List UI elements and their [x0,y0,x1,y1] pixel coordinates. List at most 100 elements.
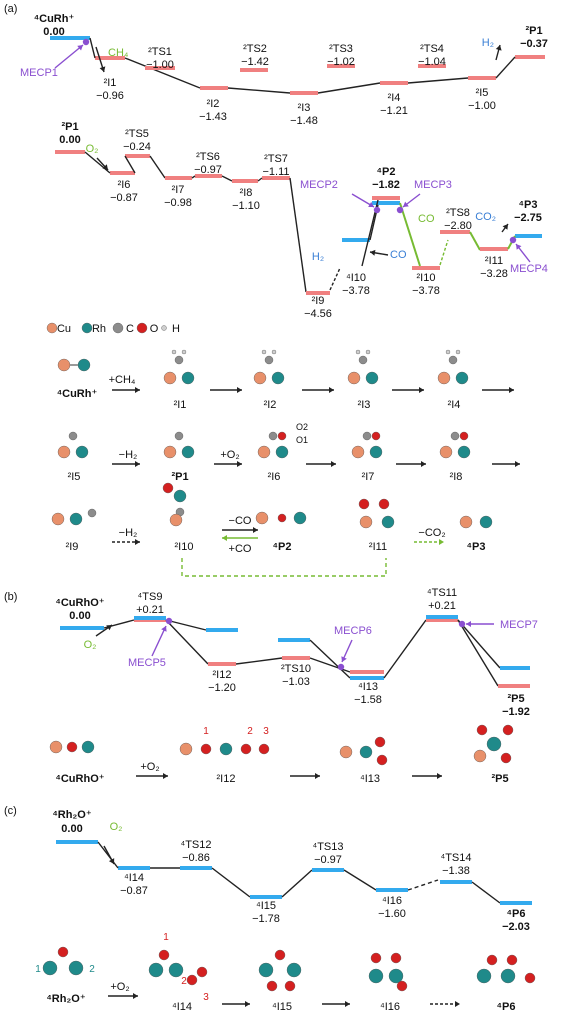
a-i6-label: ²I6 [118,179,131,191]
b-o2-arrow-head [106,625,112,631]
legend-cu-label: Cu [57,323,71,335]
mol-arrow-r2-1-head [237,461,242,467]
c-o2-arrow-head [108,858,115,864]
mol-i15-o2 [266,980,278,992]
mol-r1-0-rh [181,371,195,385]
legend-cu-icon [46,322,58,334]
a-i2-value: −1.43 [199,111,227,123]
mol-curho-rh [81,740,95,754]
mol-r2-4-rh [457,445,471,459]
a-mecp3-arrow-head [403,201,409,207]
mol-arrow-r3-0-head [135,539,140,545]
b-path-3 [235,657,283,665]
mol-arrow-c-3-head [455,1001,460,1007]
b-mecp6-arrow-head [341,656,347,662]
mol-i16-rh2 [388,968,404,984]
a-path-13 [329,267,341,291]
a-p1b-label: ²P1 [61,121,78,133]
a-mecp1-dot [82,38,90,46]
mol-p6-rh2 [500,968,516,984]
mol-label-i12: ²I12 [217,773,236,785]
reagent-o2c: +O₂ [110,981,129,993]
b-ts9-value: +0.21 [136,604,164,616]
mol-p6-o1 [486,954,498,966]
atom-num-b-1: 1 [203,726,209,737]
b-mecp7-arrow-head [466,621,471,627]
a-p3-value: −2.75 [514,212,542,224]
mol-r2-1-cu [163,445,177,459]
a-path-6 [84,151,111,174]
a-i1-value: −0.96 [96,90,124,102]
mol-r1-0-cu [163,371,177,385]
a-i11-label: ²I11 [485,255,503,267]
mol-r1-1-h2 [261,349,267,355]
mol-i14-rh1 [148,962,164,978]
a-mecp2-label: MECP2 [300,179,338,191]
mol-r1-2-h2 [355,349,361,355]
mol-i13-o1 [374,736,386,748]
b-ts11-value: +0.21 [428,600,456,612]
mol-r2-2-o1 [277,431,287,441]
mol-r1-1-h1 [271,349,277,355]
a-mecp2-dot [373,206,381,214]
atom-tag-o2: O2 [296,422,308,432]
mol-r1-0-c [174,355,184,365]
mol-r2-2-rh [275,445,289,459]
a-p2-label: ⁴P2 [377,166,396,178]
a-p3-label: ⁴P3 [519,199,538,211]
mol-arrow-r1-2-head [419,387,424,393]
a-i8-label: ²I8 [240,187,253,199]
mol-p3-rh [479,515,493,529]
mol-curho-o [66,741,78,753]
a-i10d-value: −3.78 [412,285,440,297]
mol-label-rh2o: ⁴Rh₂O⁺ [46,993,86,1005]
c-p6-label: ⁴P6 [507,908,526,920]
reagent-co-back: +CO [229,543,252,555]
a-i6-value: −0.87 [110,192,138,204]
a-path-18 [469,231,481,251]
c-path-3 [281,869,313,898]
c-i16-label: ⁴I16 [382,895,402,907]
mol-i14-o2 [186,974,198,986]
mol-label-r1-2: ²I3 [358,399,371,411]
atom-num-b-2: 2 [247,726,253,737]
mol-label-i15: ⁴I15 [272,1001,292,1013]
mol-i12-o1 [200,743,212,755]
mol-i14-o3 [196,966,208,978]
a-i5-label: ²I5 [476,87,489,99]
mol-i10-rh [173,489,187,503]
a-i9-label: ²I9 [312,295,325,307]
c-ts13-label: ⁴TS13 [312,841,343,853]
a-i10d-label: ²I10 [417,272,436,284]
mol-i13-rh [359,745,373,759]
c-ts12-value: −0.86 [182,852,210,864]
mol-arrow-r2-4-head [515,461,520,467]
mol-r1-3-c [448,355,458,365]
a-co-arrow-head [370,249,376,256]
mol-label-r2-2: ²I6 [268,471,281,483]
mol-i11-o1 [358,498,370,510]
mol-i12-cu [179,742,193,756]
mol-r1-0-h2 [171,349,177,355]
c-i14-value: −0.87 [120,885,148,897]
legend-o-label: O [150,323,159,335]
mol-label-r2-3: ²I7 [362,471,375,483]
a-ts8-label: ²TS8 [446,207,470,219]
mol-r1-1-rh [271,371,285,385]
a-h2-label: H₂ [482,37,494,49]
mol-label-i10: ²I10 [175,541,194,553]
mol-r1-2-cu [347,371,361,385]
a-i2-label: ²I2 [207,98,220,110]
mol-r1-1-c [264,355,274,365]
a-path-12 [289,177,307,293]
b-p5-label: ²P5 [507,693,524,705]
mol-arrow-r2-0-head [135,461,140,467]
mol-p5-o3 [500,752,512,764]
b-path-6 [383,619,427,679]
mol-i14-rh2 [168,962,184,978]
a-path-1 [124,57,201,89]
mol-i12-rh [219,742,233,756]
b-path-5 [309,657,351,673]
a-mecp2-arrow-head [368,201,374,208]
mol-i14-o1 [158,949,170,961]
